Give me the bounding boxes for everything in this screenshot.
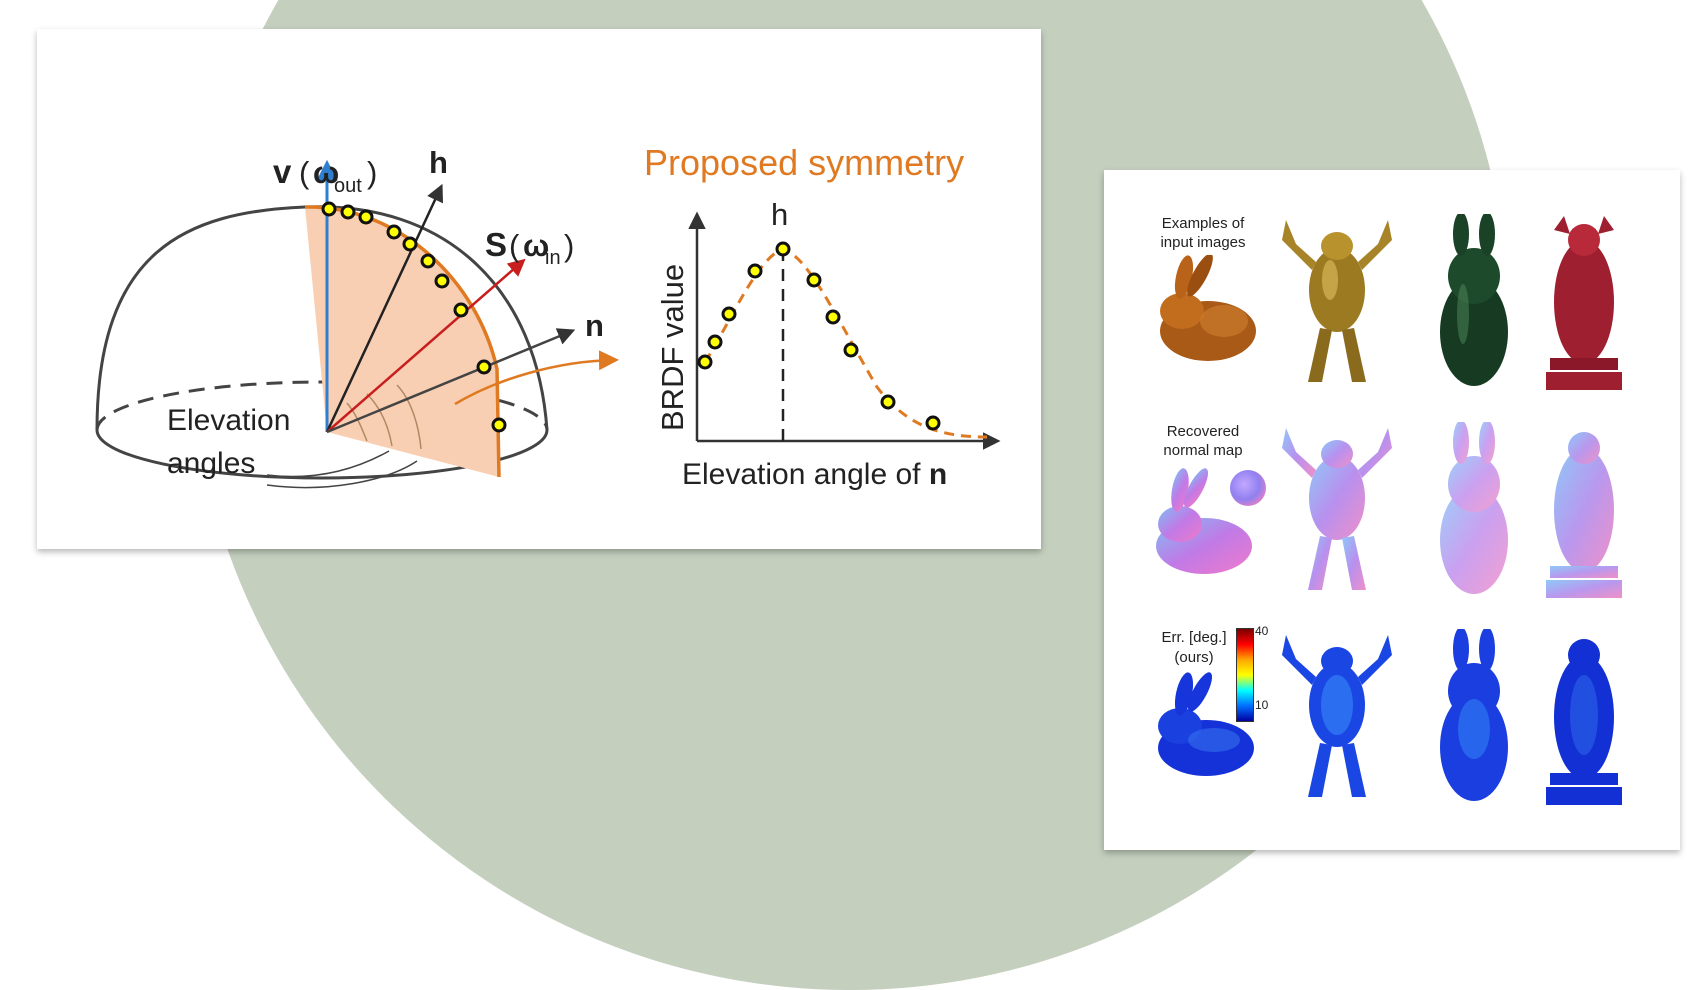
plot-brdf-curve xyxy=(703,247,988,439)
angle-arc-2 xyxy=(366,393,393,447)
plot-point xyxy=(843,342,859,358)
row-label-error-line2: (ours) xyxy=(1174,649,1214,666)
row-label-input-images: Examples of input images xyxy=(1160,215,1246,251)
h-label: h xyxy=(429,145,448,180)
to-plot-arrow xyxy=(454,350,619,406)
row-label-error-line1: Err. [deg.] xyxy=(1161,629,1227,646)
label-connector-2 xyxy=(266,460,418,489)
error-map-bunny xyxy=(1144,670,1270,778)
plot-title: Proposed symmetry xyxy=(644,142,964,183)
s-label: S xyxy=(485,226,507,263)
normal-map-rabbit xyxy=(1429,422,1519,598)
arc-point xyxy=(476,359,492,375)
plot-point xyxy=(721,306,737,322)
plot-point xyxy=(806,272,822,288)
results-panel: Examples of input images Recovered norma… xyxy=(1104,170,1680,850)
arc-point xyxy=(434,273,450,289)
error-map-armadillo xyxy=(1272,625,1402,805)
omega-in-symbol: ω xyxy=(523,228,549,263)
row-label-normal-map: Recovered normal map xyxy=(1163,423,1243,459)
plot-sample-points xyxy=(697,241,941,431)
angle-arc-3 xyxy=(396,384,422,450)
arc-point xyxy=(386,224,402,240)
omega-in-subscript: in xyxy=(545,247,561,269)
omega-out-subscript: out xyxy=(334,175,362,197)
s-vector-arrow xyxy=(326,258,526,433)
label-connector-1 xyxy=(266,450,390,478)
input-image-armadillo xyxy=(1272,210,1402,390)
arc-point xyxy=(358,209,374,225)
plot-point xyxy=(825,309,841,325)
input-image-rabbit xyxy=(1429,214,1519,390)
arc-point xyxy=(321,201,337,217)
plot-point xyxy=(880,394,896,410)
arc-point xyxy=(402,236,418,252)
arc-point xyxy=(453,302,469,318)
plot-x-axis-label-text: Elevation angle of xyxy=(682,458,929,491)
brdf-diagram-svg: v ( ω out ) h S ( ω in ) n Elevation ang… xyxy=(95,142,1001,491)
normal-map-bunny xyxy=(1144,466,1272,578)
n-vector-arrow xyxy=(326,328,576,434)
s-label-open: ( xyxy=(509,228,520,263)
plot-x-axis-label-bold: n xyxy=(929,458,947,491)
arc-point xyxy=(340,204,356,220)
plot-point xyxy=(707,334,723,350)
colorbar-min-label: 10 xyxy=(1255,698,1269,712)
omega-out-symbol: ω xyxy=(313,155,339,190)
plot-point xyxy=(697,354,713,370)
elevation-label-line1: Elevation xyxy=(167,404,290,437)
error-colorbar xyxy=(1236,628,1254,722)
plot-point xyxy=(925,415,941,431)
plot-peak-label: h xyxy=(771,197,788,232)
elevation-wedge xyxy=(305,206,499,477)
normal-map-armadillo xyxy=(1272,418,1402,598)
angle-arc-1 xyxy=(346,402,368,442)
hemisphere-base-back xyxy=(95,380,549,431)
v-label: v xyxy=(273,153,292,190)
arc-point xyxy=(420,253,436,269)
h-vector-arrow xyxy=(325,183,444,433)
normal-map-buddha xyxy=(1544,418,1624,602)
plot-point xyxy=(747,263,763,279)
brdf-symmetry-diagram-panel: v ( ω out ) h S ( ω in ) n Elevation ang… xyxy=(37,29,1041,549)
v-label-open: ( xyxy=(299,155,310,190)
elevation-label-line2: angles xyxy=(167,447,255,480)
v-label-close: ) xyxy=(367,155,377,190)
plot-x-axis-label: Elevation angle of n xyxy=(682,458,947,491)
plot-point xyxy=(775,241,791,257)
s-label-close: ) xyxy=(564,228,574,263)
hemisphere-base-front xyxy=(95,429,549,480)
plot-y-axis-label: BRDF value xyxy=(655,264,690,431)
error-map-buddha xyxy=(1544,625,1624,809)
arc-sample-points xyxy=(321,201,507,433)
n-label: n xyxy=(585,308,604,343)
colorbar-max-label: 40 xyxy=(1255,624,1269,638)
input-image-buddha xyxy=(1544,210,1624,394)
arc-point xyxy=(491,417,507,433)
input-image-bunny xyxy=(1144,255,1270,363)
error-map-rabbit xyxy=(1429,629,1519,805)
